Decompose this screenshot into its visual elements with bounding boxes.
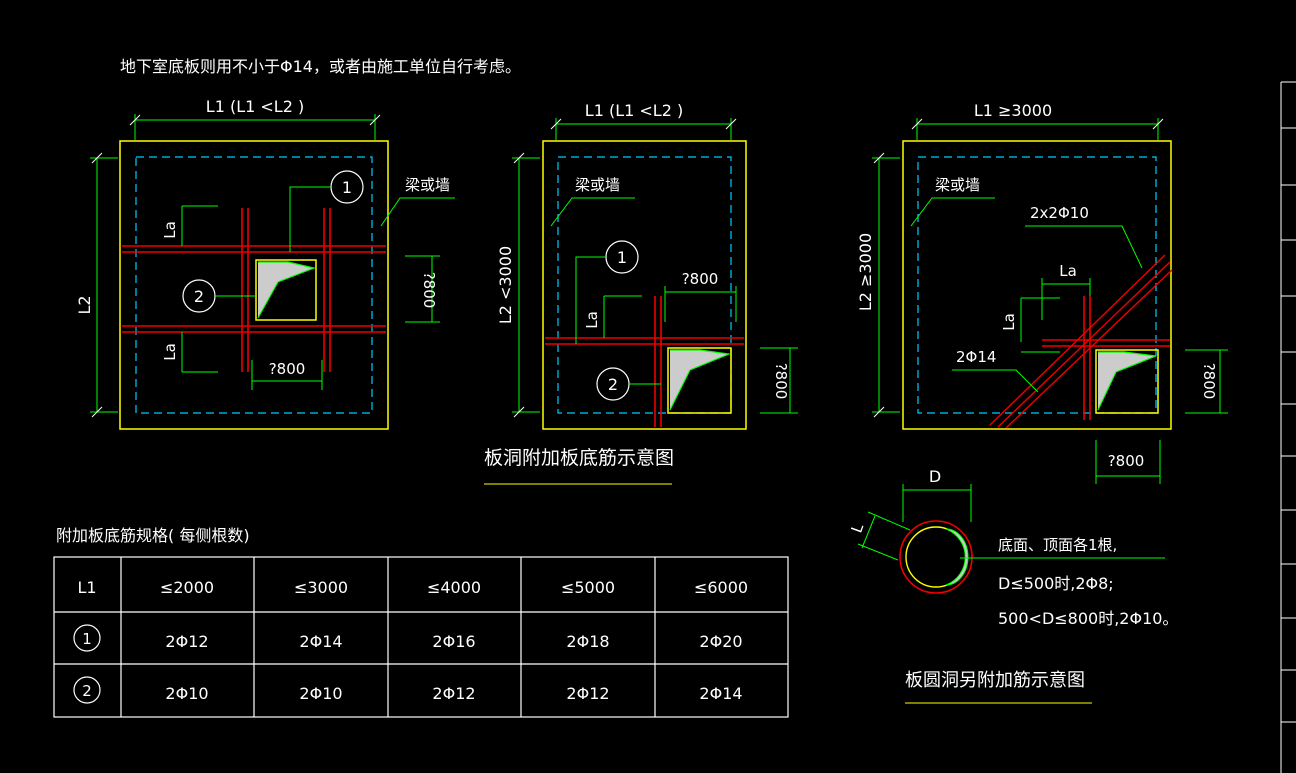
- table-row-id: 2: [82, 682, 92, 700]
- table-cell: 2Φ14: [299, 632, 342, 651]
- detail-1: L1 (L1 <L2 ) L2 La La 1: [75, 97, 455, 430]
- table-cell: 2Φ14: [699, 684, 742, 703]
- table-cell: 2Φ12: [566, 684, 609, 703]
- table-header-cell: ≤5000: [561, 578, 615, 597]
- table-cell: 2Φ10: [165, 684, 208, 703]
- d2-height-label: L2 <3000: [496, 246, 515, 324]
- d1-callout-1: 1: [342, 178, 352, 197]
- d3-width-label: L1 ≥3000: [974, 101, 1052, 120]
- rh-caption: 板圆洞另附加筋示意图: [905, 670, 1085, 691]
- detail-2: L1 (L1 <L2 ) L2 <3000 La 1 2 梁或墙: [484, 101, 798, 485]
- d3-height-label: L2 ≥3000: [856, 233, 875, 311]
- table-title: 附加板底筋规格( 每侧根数): [56, 526, 250, 545]
- d2-callout-2: 2: [608, 375, 618, 394]
- d1-width-label: L1 (L1 <L2 ): [206, 97, 304, 116]
- rh-d-label: D: [929, 467, 941, 486]
- rh-note-2: D≤500时,2Φ8;: [998, 574, 1114, 593]
- d2-caption: 板洞附加板底筋示意图: [484, 447, 674, 469]
- d2-hole-w: ?800: [682, 270, 719, 288]
- d1-callout-2: 2: [194, 287, 204, 306]
- table-cell: 2Φ16: [432, 632, 475, 651]
- d1-beam-label: 梁或墙: [405, 176, 450, 194]
- d2-callout-1: 1: [617, 248, 627, 267]
- table-header-cell: L1: [77, 578, 96, 597]
- d1-height-label: L2: [75, 295, 94, 314]
- rh-note-1: 底面、顶面各1根,: [998, 536, 1117, 554]
- detail-3: L1 ≥3000 L2 ≥3000 La La 2x2Φ10: [856, 101, 1228, 484]
- d3-la-h: La: [1059, 262, 1077, 280]
- table-header-cell: ≤4000: [427, 578, 481, 597]
- table-header-cell: ≤2000: [160, 578, 214, 597]
- rh-note-3: 500<D≤800时,2Φ10。: [998, 609, 1178, 628]
- table-cell: 2Φ12: [165, 632, 208, 651]
- table-cell: 2Φ18: [566, 632, 609, 651]
- round-hole-detail: D L 底面、顶面各1根, D≤500时,2Φ8; 500<D≤800时,2Φ1…: [847, 467, 1178, 704]
- table-cell: 2Φ20: [699, 632, 742, 651]
- table-header-cell: ≤6000: [694, 578, 748, 597]
- d3-bar-14-label: 2Φ14: [956, 348, 996, 366]
- table-header-cell: ≤3000: [294, 578, 348, 597]
- d3-beam-label: 梁或墙: [935, 176, 980, 194]
- side-ruler: [1280, 81, 1296, 773]
- d2-beam-label: 梁或墙: [575, 176, 620, 194]
- top-note: 地下室底板则用不小于Φ14，或者由施工单位自行考虑。: [120, 57, 521, 76]
- d1-hole-h: ?800: [420, 272, 438, 309]
- d1-la-bottom: La: [161, 343, 179, 361]
- d2-la: La: [583, 311, 601, 329]
- table-cell: 2Φ12: [432, 684, 475, 703]
- d1-hole-w: ?800: [269, 360, 306, 378]
- d3-diag-bar-label: 2x2Φ10: [1030, 204, 1089, 222]
- table-row-id: 1: [82, 630, 92, 648]
- d2-width-label: L1 (L1 <L2 ): [585, 101, 683, 120]
- d3-hole-h: ?800: [1200, 363, 1218, 400]
- d3-la-v: La: [1000, 313, 1018, 331]
- rebar-spec-table: 附加板底筋规格( 每侧根数) L1 ≤2000 ≤3000 ≤4000 ≤500…: [53, 526, 789, 718]
- table-cell: 2Φ10: [299, 684, 342, 703]
- d1-la-top: La: [161, 221, 179, 239]
- d3-hole-w: ?800: [1108, 452, 1145, 470]
- d2-hole-h: ?800: [772, 363, 790, 400]
- rh-l-label: L: [847, 521, 867, 536]
